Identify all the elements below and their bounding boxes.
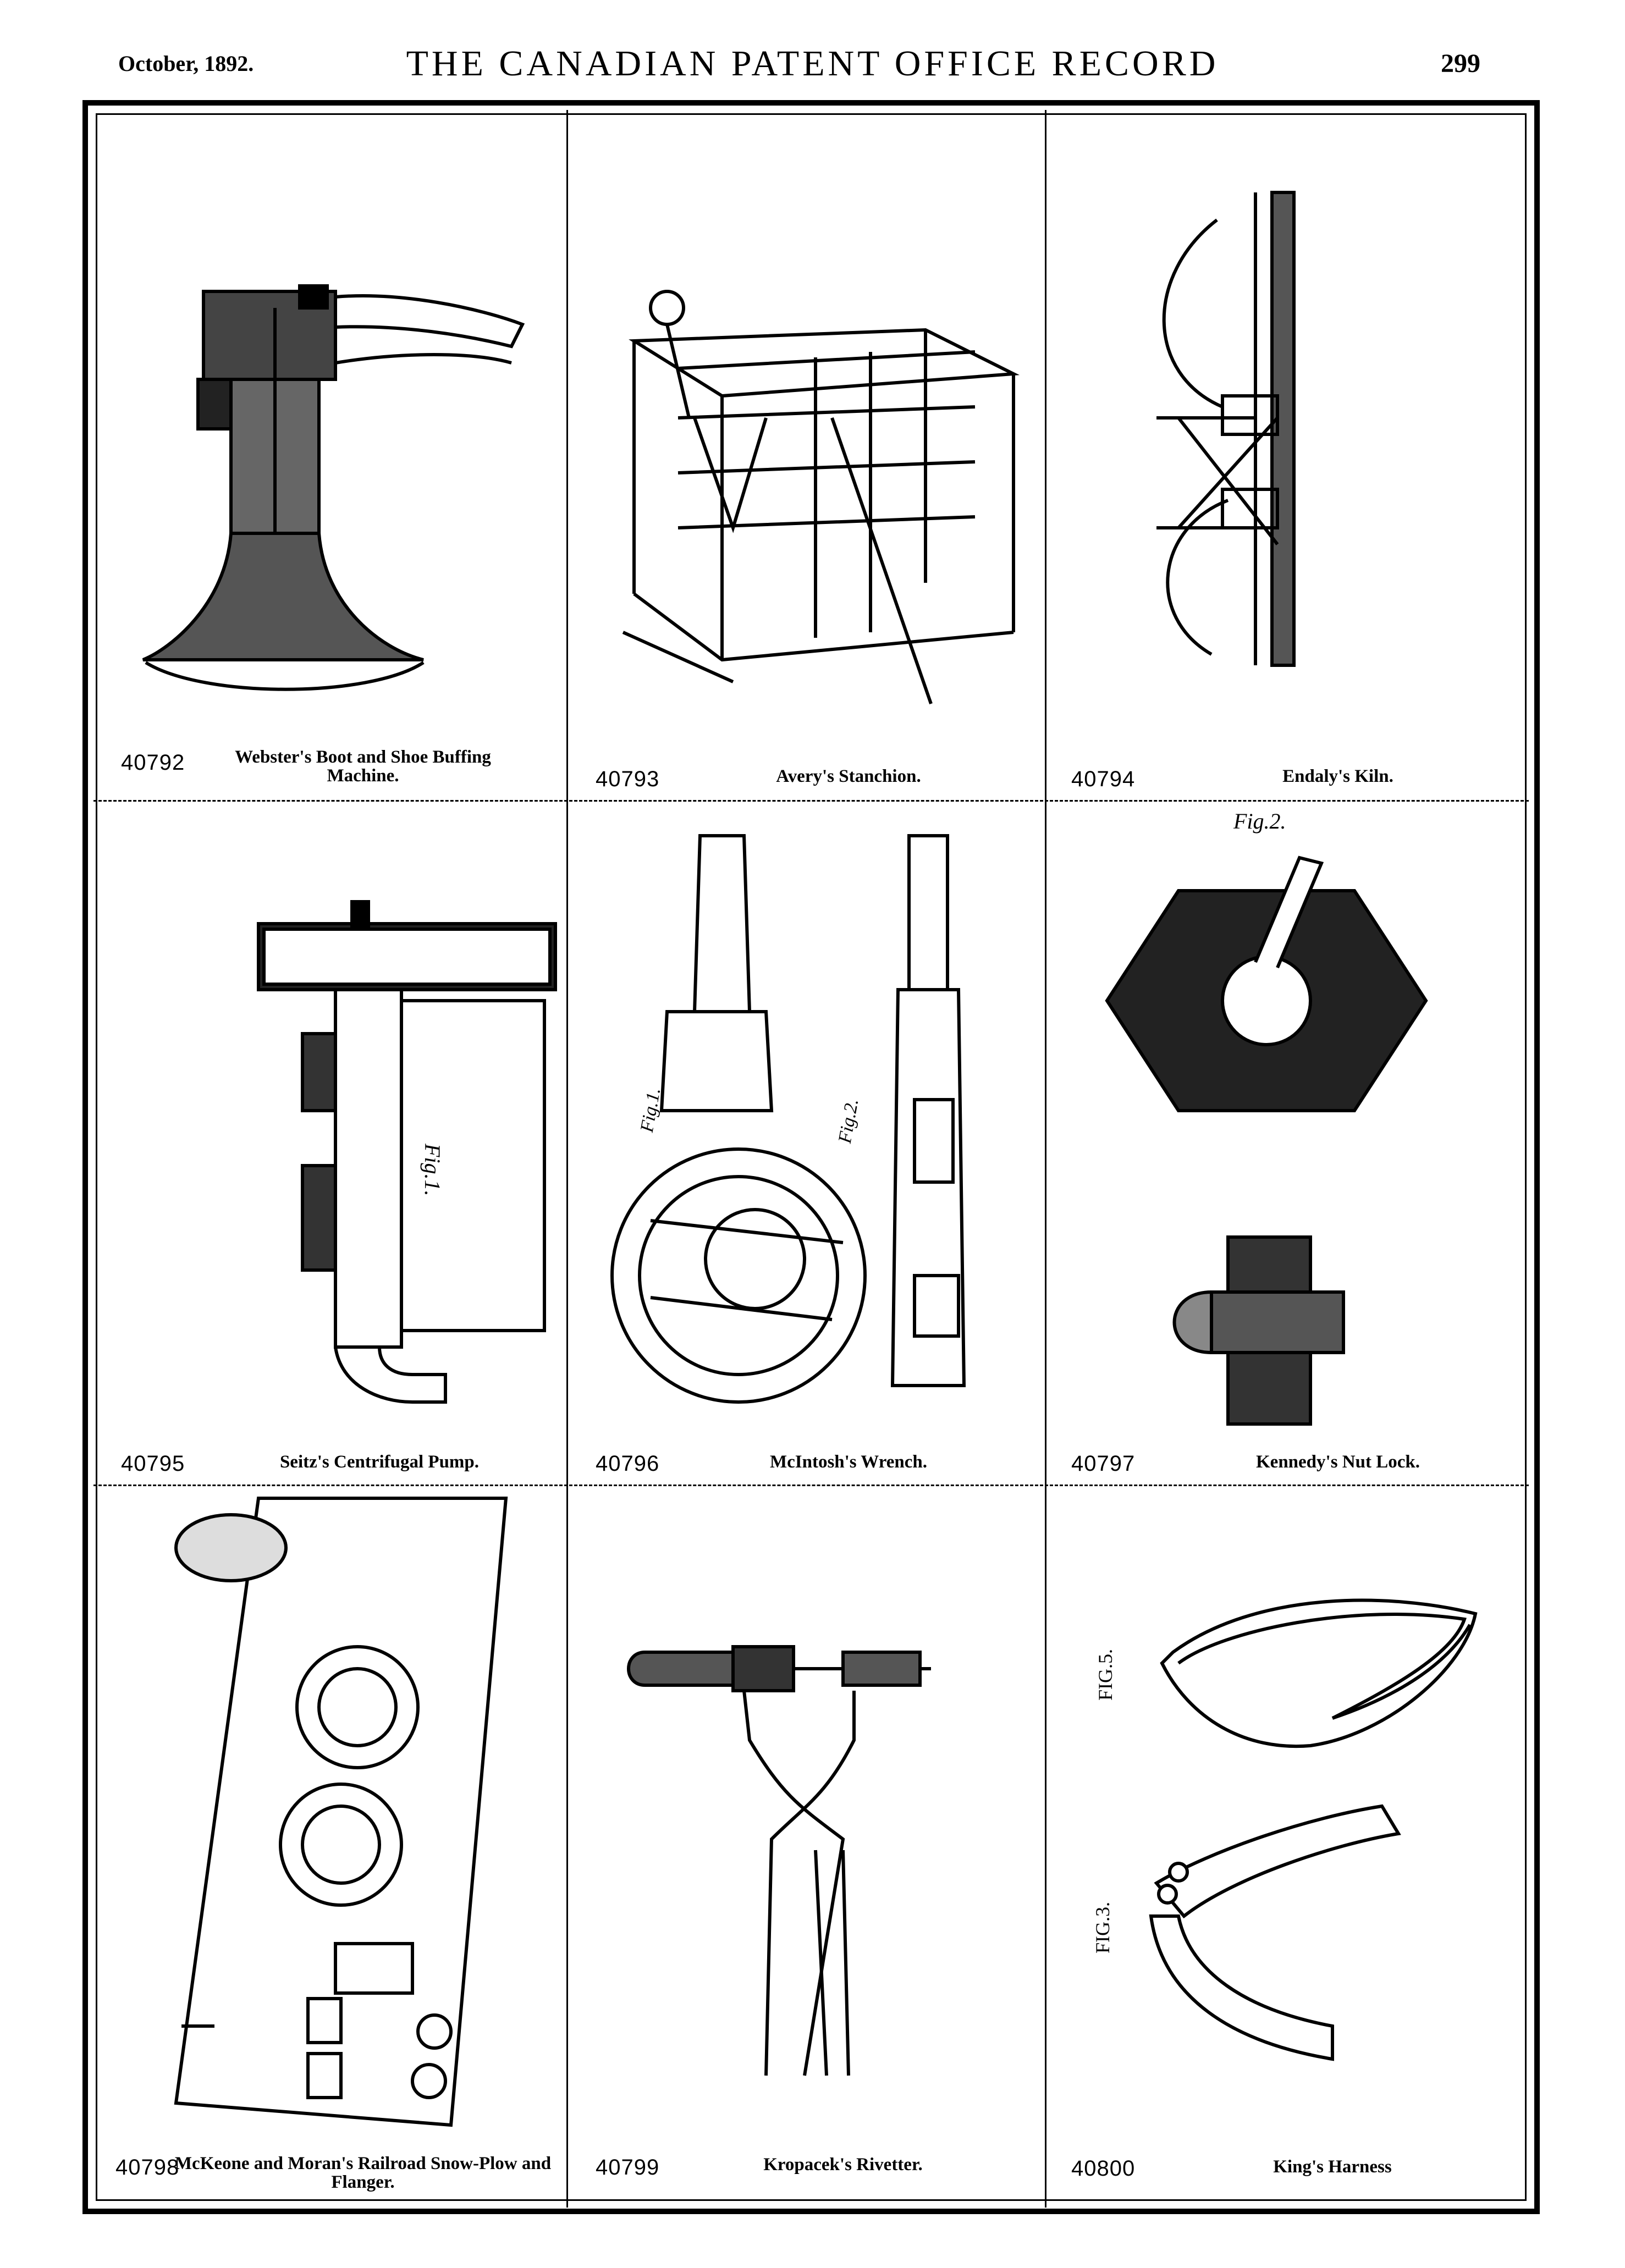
page-header: October, 1892. THE CANADIAN PATENT OFFIC… [0,0,1625,104]
figure-label: Fig.1. [420,1144,445,1196]
buffing-machine-drawing [142,284,525,691]
patent-number: 40792 [121,751,185,775]
rivetter-drawing [627,1645,931,2076]
patent-cell-40800: FIG.5. FIG.3. 40800 King's Harness [1046,1487,1530,2205]
patent-title: Kropacek's Rivetter. [763,2155,923,2175]
patent-number: 40794 [1071,767,1136,791]
plate-frame [82,100,1540,2214]
column-divider [1045,110,1046,2208]
figure-label: Fig.2. [1233,809,1286,834]
issue-date: October, 1892. [118,51,254,76]
nut-lock-drawing [1105,856,1428,1426]
row-divider [93,800,1529,802]
kiln-drawing [1156,191,1296,667]
column-divider [566,110,568,2208]
patent-title: Avery's Stanchion. [776,766,921,786]
plate-inner-frame [96,113,1527,2201]
patent-number: 40798 [115,2155,180,2179]
patent-number: 40796 [596,1452,660,1476]
patent-cell-40794: 40794 Endaly's Kiln. [1046,110,1530,800]
stanchion-drawing [622,290,1020,704]
patent-number: 40800 [1071,2156,1136,2181]
patent-number: 40799 [596,2155,660,2179]
patent-cell-40796: Fig.1. Fig.2. 40796 McIntosh's Wrench. [568,803,1045,1485]
patent-title: McKeone and Moran's Railroad Snow-Plow a… [174,2154,552,2192]
patent-number: 40793 [596,767,660,791]
patent-title: King's Harness [1273,2157,1392,2177]
patent-title: Webster's Boot and Shoe Buffing Machine. [235,747,491,786]
page-number: 299 [1441,49,1480,78]
patent-title: Kennedy's Nut Lock. [1256,1452,1420,1472]
publication-title: THE CANADIAN PATENT OFFICE RECORD [406,43,1219,84]
patent-title: Seitz's Centrifugal Pump. [279,1452,480,1472]
patent-cell-40797: Fig.2. 40797 Kennedy's Nut Lock. [1046,803,1530,1485]
harness-drawing [1149,1598,1478,2061]
patent-cell-40792: 40792 Webster's Boot and Shoe Buffing Ma… [93,110,566,800]
centrifugal-pump-drawing [257,900,557,1404]
patent-number: 40797 [1071,1452,1136,1476]
snow-plow-drawing [174,1497,508,2127]
wrench-drawing [610,834,966,1404]
patent-cell-40795: Fig.1. 40795 Seitz's Centrifugal Pump. [93,803,566,1485]
patent-title: McIntosh's Wrench. [769,1452,928,1472]
patent-cell-40798: 40798 McKeone and Moran's Railroad Snow-… [93,1487,566,2205]
patent-number: 40795 [121,1452,185,1476]
patent-cell-40799: 40799 Kropacek's Rivetter. [568,1487,1045,2205]
row-divider [93,1485,1529,1486]
patent-cell-40793: 40793 Avery's Stanchion. [568,110,1045,800]
patent-title: Endaly's Kiln. [1282,766,1393,786]
